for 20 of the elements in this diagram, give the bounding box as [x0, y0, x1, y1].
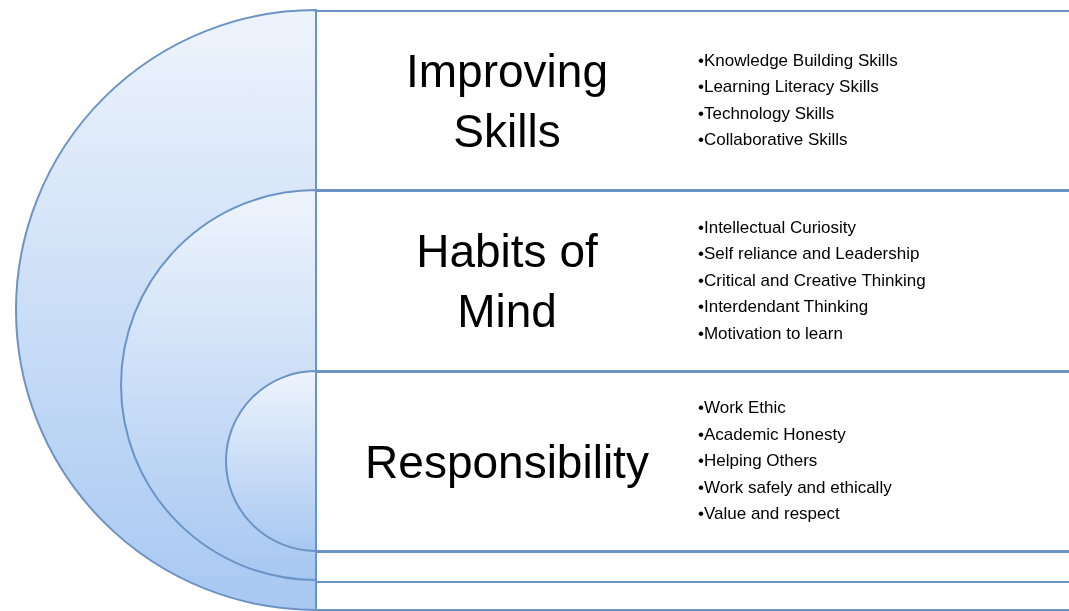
- bullet-item: •Learning Literacy Skills: [698, 76, 880, 98]
- category-title: Habits of Mind: [415, 224, 599, 339]
- category-title: Responsibility: [364, 434, 650, 490]
- bullet-item: •Knowledge Building Skills: [698, 49, 898, 72]
- bullet-item: •Technology Skills: [698, 102, 836, 125]
- bullet-item: •Work Ethic: [698, 397, 787, 420]
- category-band: [315, 190, 1069, 372]
- category-title: Improving Skills: [405, 43, 609, 159]
- bullet-item: •Motivation to learn: [698, 322, 844, 345]
- category-band: [315, 371, 1069, 552]
- category-band: [315, 10, 1069, 191]
- bullet-item: •Critical and Creative Thinking: [698, 269, 926, 292]
- bullet-item: •Value and respect: [698, 503, 841, 526]
- bullet-item: •Self reliance and Leadership: [698, 243, 921, 266]
- bullet-item: •Collaborative Skills: [698, 129, 849, 151]
- bullet-item: •Interdendant Thinking: [698, 296, 870, 319]
- bullet-item: •Intellectual Curiosity: [698, 216, 858, 239]
- bullet-item: •Work safely and ethically: [698, 476, 892, 499]
- bullet-item: •Academic Honesty: [698, 423, 847, 446]
- bullet-item: •Helping Others: [698, 450, 819, 473]
